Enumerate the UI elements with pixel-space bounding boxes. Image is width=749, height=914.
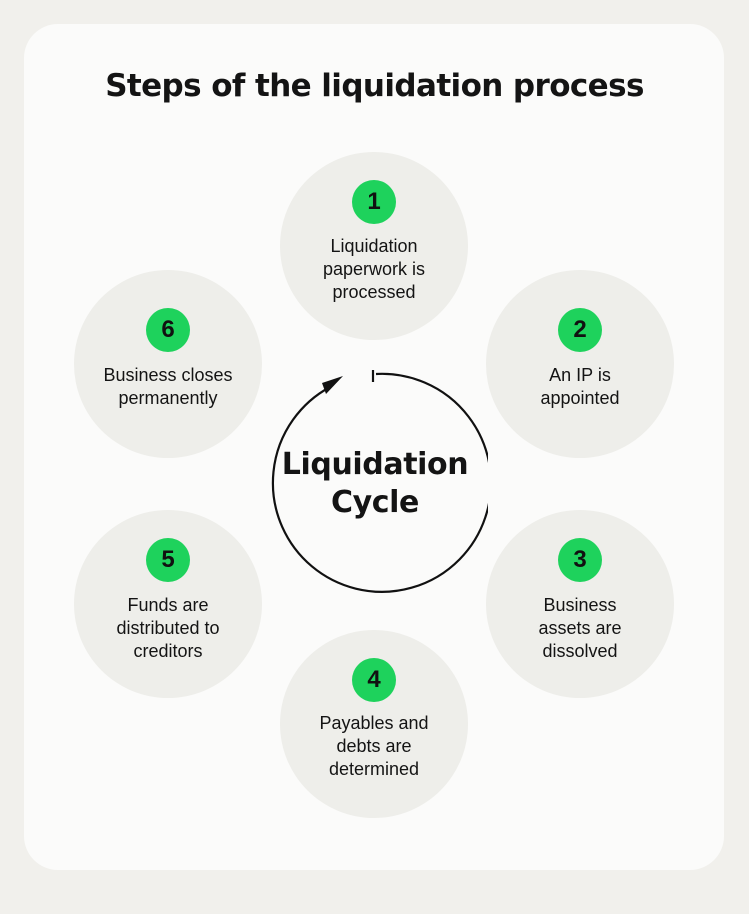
step-3-label: Business assets are dissolved [538, 595, 622, 661]
step-2-label: An IP is appointed [540, 365, 620, 408]
step-2: 2 An IP is appointed [486, 270, 674, 458]
step-6-label: Business closes permanently [103, 365, 233, 408]
step-3: 3 Business assets are dissolved [486, 510, 674, 698]
step-3-number-badge: 3 [558, 538, 602, 582]
step-6-number-badge: 6 [146, 308, 190, 352]
cycle-center-label: Liquidation Cycle [281, 447, 469, 520]
step-1-label: Liquidation paperwork is processed [322, 236, 426, 302]
page-title: Steps of the liquidation process [105, 68, 644, 104]
step-4: 4 Payables and debts are determined [280, 630, 468, 818]
step-5-label: Funds are distributed to creditors [116, 595, 220, 661]
step-1-number-badge: 1 [352, 180, 396, 224]
step-4-label: Payables and debts are determined [319, 713, 429, 779]
step-5-number-badge: 5 [146, 538, 190, 582]
step-6: 6 Business closes permanently [74, 270, 262, 458]
step-1: 1 Liquidation paperwork is processed [280, 152, 468, 340]
circular-arrow-icon [271, 370, 488, 593]
step-4-number-badge: 4 [352, 658, 396, 702]
step-2-number-badge: 2 [558, 308, 602, 352]
step-5: 5 Funds are distributed to creditors [74, 510, 262, 698]
